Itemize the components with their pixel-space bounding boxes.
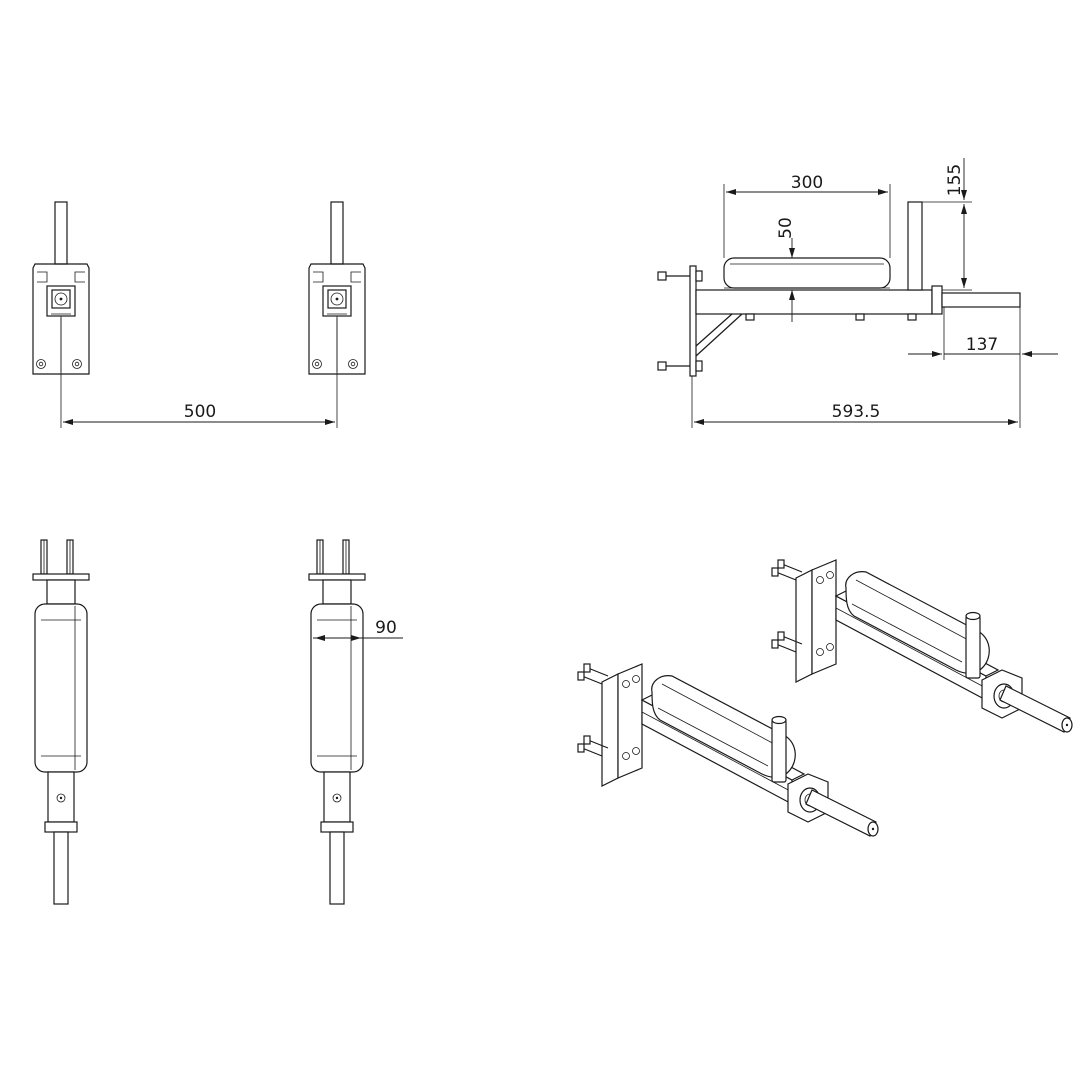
dim-label-500: 500: [184, 402, 216, 422]
isometric-view: [577, 559, 1073, 837]
dim-label-137: 137: [966, 335, 998, 355]
wall-plate: [689, 265, 697, 377]
main-beam: [695, 289, 933, 315]
side-view: 300 50 155 137 593.5: [657, 158, 1058, 428]
top-view-right-unit: [308, 539, 366, 905]
dim-label-90: 90: [375, 618, 397, 638]
dim-label-300: 300: [791, 173, 823, 193]
dim-label-593-5: 593.5: [832, 402, 881, 422]
top-view: 90: [32, 539, 403, 905]
dim-label-155: 155: [945, 164, 965, 196]
iso-unit-back: [771, 559, 1073, 733]
dim-label-50: 50: [776, 217, 796, 239]
front-view: 500: [32, 201, 366, 428]
top-view-left-unit: [32, 539, 90, 905]
back-pad: [723, 257, 891, 289]
rear-bar: [941, 292, 1021, 308]
vertical-handle: [907, 201, 923, 291]
iso-unit-front: [577, 663, 879, 837]
